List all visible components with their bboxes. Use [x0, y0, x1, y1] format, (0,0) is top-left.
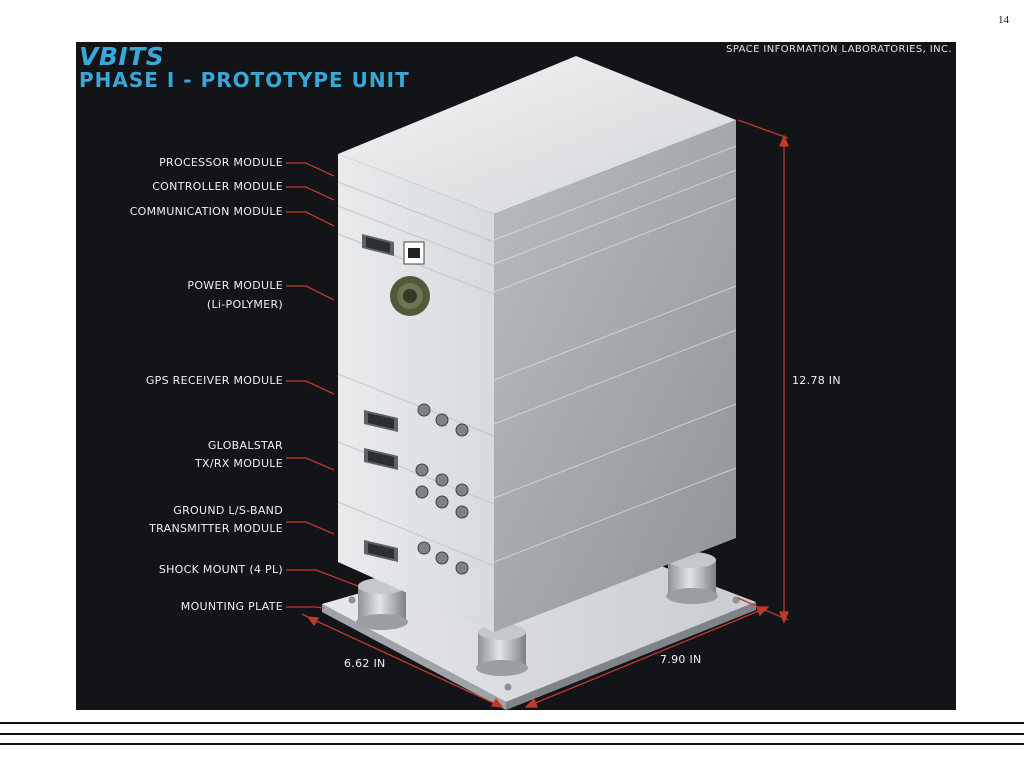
- label-shock-mount: SHOCK MOUNT (4 PL): [158, 563, 283, 576]
- label-ground-band: GROUND L/S-BAND: [173, 504, 283, 517]
- enclosure: [337, 56, 737, 632]
- db9-connector-globalstar: [364, 448, 398, 470]
- dimension-height: 12.78 IN: [792, 374, 841, 387]
- label-communication-module: COMMUNICATION MODULE: [129, 205, 283, 218]
- label-power-module: POWER MODULE: [187, 279, 283, 292]
- db9-connector-comm: [362, 234, 394, 256]
- label-processor-module: PROCESSOR MODULE: [159, 156, 283, 169]
- page-number: 14: [998, 14, 1009, 26]
- title: VBITS: [79, 42, 165, 71]
- ethernet-port: [403, 241, 425, 265]
- company-name: SPACE INFORMATION LABORATORIES, INC.: [726, 44, 952, 55]
- unit-illustration: [286, 56, 789, 710]
- db9-connector-gps: [364, 410, 398, 432]
- label-power-module-type: (Li-POLYMER): [206, 298, 283, 311]
- dimension-lines: [301, 119, 789, 708]
- footer-rule: [0, 722, 1024, 724]
- rf-connectors: [415, 403, 469, 575]
- subtitle: PHASE I - PROTOTYPE UNIT: [79, 68, 410, 92]
- label-controller-module: CONTROLLER MODULE: [152, 180, 283, 193]
- footer-rule: [0, 733, 1024, 735]
- label-globalstar: GLOBALSTAR: [207, 439, 283, 452]
- dimension-width: 6.62 IN: [344, 657, 386, 670]
- label-mounting-plate: MOUNTING PLATE: [180, 600, 283, 613]
- shock-mount-front: [476, 624, 528, 676]
- power-connector: [390, 276, 430, 316]
- db9-connector-ground: [364, 540, 398, 562]
- footer-rules: [0, 722, 1024, 754]
- dimension-depth: 7.90 IN: [660, 653, 702, 666]
- label-transmitter-module: TRANSMITTER MODULE: [149, 522, 283, 535]
- diagram-panel: VBITS PHASE I - PROTOTYPE UNIT SPACE INF…: [76, 42, 956, 710]
- footer-rule: [0, 743, 1024, 745]
- label-gps-receiver-module: GPS RECEIVER MODULE: [145, 374, 283, 387]
- label-leaders: [286, 162, 359, 609]
- label-globalstar-txrx: TX/RX MODULE: [195, 457, 283, 470]
